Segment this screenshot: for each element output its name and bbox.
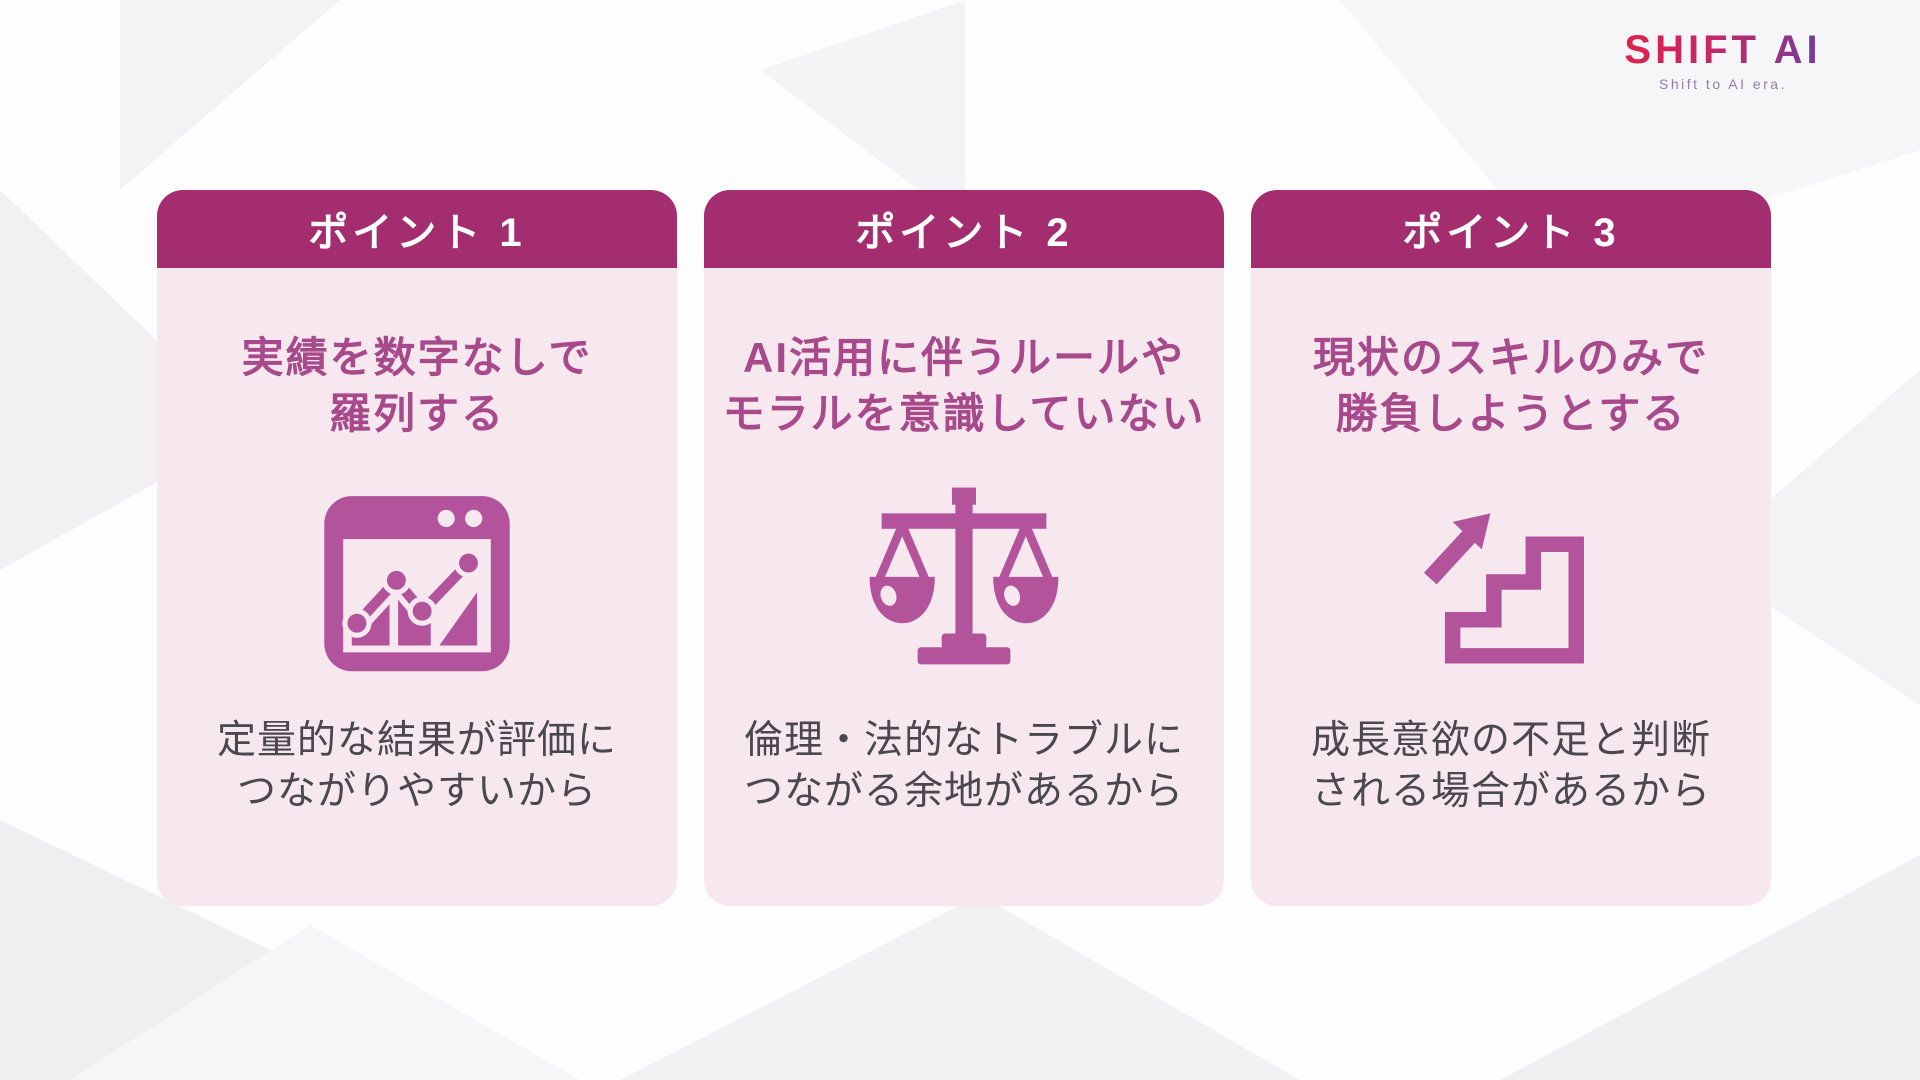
point-1-header: ポイント 1 [157,190,677,268]
point-card-2: ポイント 2 AI活用に伴うルールや モラルを意識していない [704,190,1224,906]
point-1-desc-line-1: 定量的な結果が評価に [216,718,617,762]
point-3-header-label: ポイント 3 [1402,211,1620,255]
point-2-title: AI活用に伴うルールや モラルを意識していない [723,330,1206,443]
point-1-desc-line-2: つながりやすいから [236,770,597,813]
point-1-title: 実績を数字なしで 羅列する [242,330,593,443]
point-2-title-line-2: モラルを意識していない [722,390,1206,438]
logo: SHIFT AI Shift to AI era. [1598,30,1848,92]
point-1-body: 実績を数字なしで 羅列する [157,268,677,906]
point-2-desc-line-1: 倫理・法的なトラブルに [743,718,1184,762]
points-card-row: ポイント 1 実績を数字なしで 羅列する [157,190,1771,906]
logo-tagline: Shift to AI era. [1659,76,1787,92]
point-card-1: ポイント 1 実績を数字なしで 羅列する [157,190,677,906]
point-3-description: 成長意欲の不足と判断 される場合があるから [1311,715,1711,818]
point-1-title-line-2: 羅列する [328,390,505,438]
point-3-desc-line-1: 成長意欲の不足と判断 [1310,718,1711,762]
point-1-description: 定量的な結果が評価に つながりやすいから [217,715,617,818]
point-2-description: 倫理・法的なトラブルに つながる余地があるから [744,715,1184,818]
point-2-title-line-1: AI活用に伴うルールや [742,334,1185,381]
point-3-title: 現状のスキルのみで 勝負しようとする [1313,330,1709,443]
point-3-body: 現状のスキルのみで 勝負しようとする 成長意欲の不足と判断 される場合があるから [1251,268,1771,906]
point-2-header-label: ポイント 2 [855,211,1073,255]
point-3-desc-line-2: される場合があるから [1310,770,1711,813]
point-1-title-line-1: 実績を数字なしで [241,334,593,381]
point-2-desc-line-2: つながる余地があるから [743,770,1184,813]
point-1-header-label: ポイント 1 [308,211,526,255]
point-3-header: ポイント 3 [1251,190,1771,268]
point-card-3: ポイント 3 現状のスキルのみで 勝負しようとする 成長意欲の不足と判断 される [1251,190,1771,906]
point-3-title-line-2: 勝負しようとする [1335,390,1687,438]
balance-scale-icon [861,479,1067,685]
point-3-title-line-1: 現状のスキルのみで [1312,334,1709,381]
chart-window-icon [314,479,520,685]
point-2-header: ポイント 2 [704,190,1224,268]
logo-brand-text: SHIFT AI [1624,28,1822,72]
point-2-body: AI活用に伴うルールや モラルを意識していない [704,268,1224,906]
stairs-growth-icon [1408,479,1614,685]
